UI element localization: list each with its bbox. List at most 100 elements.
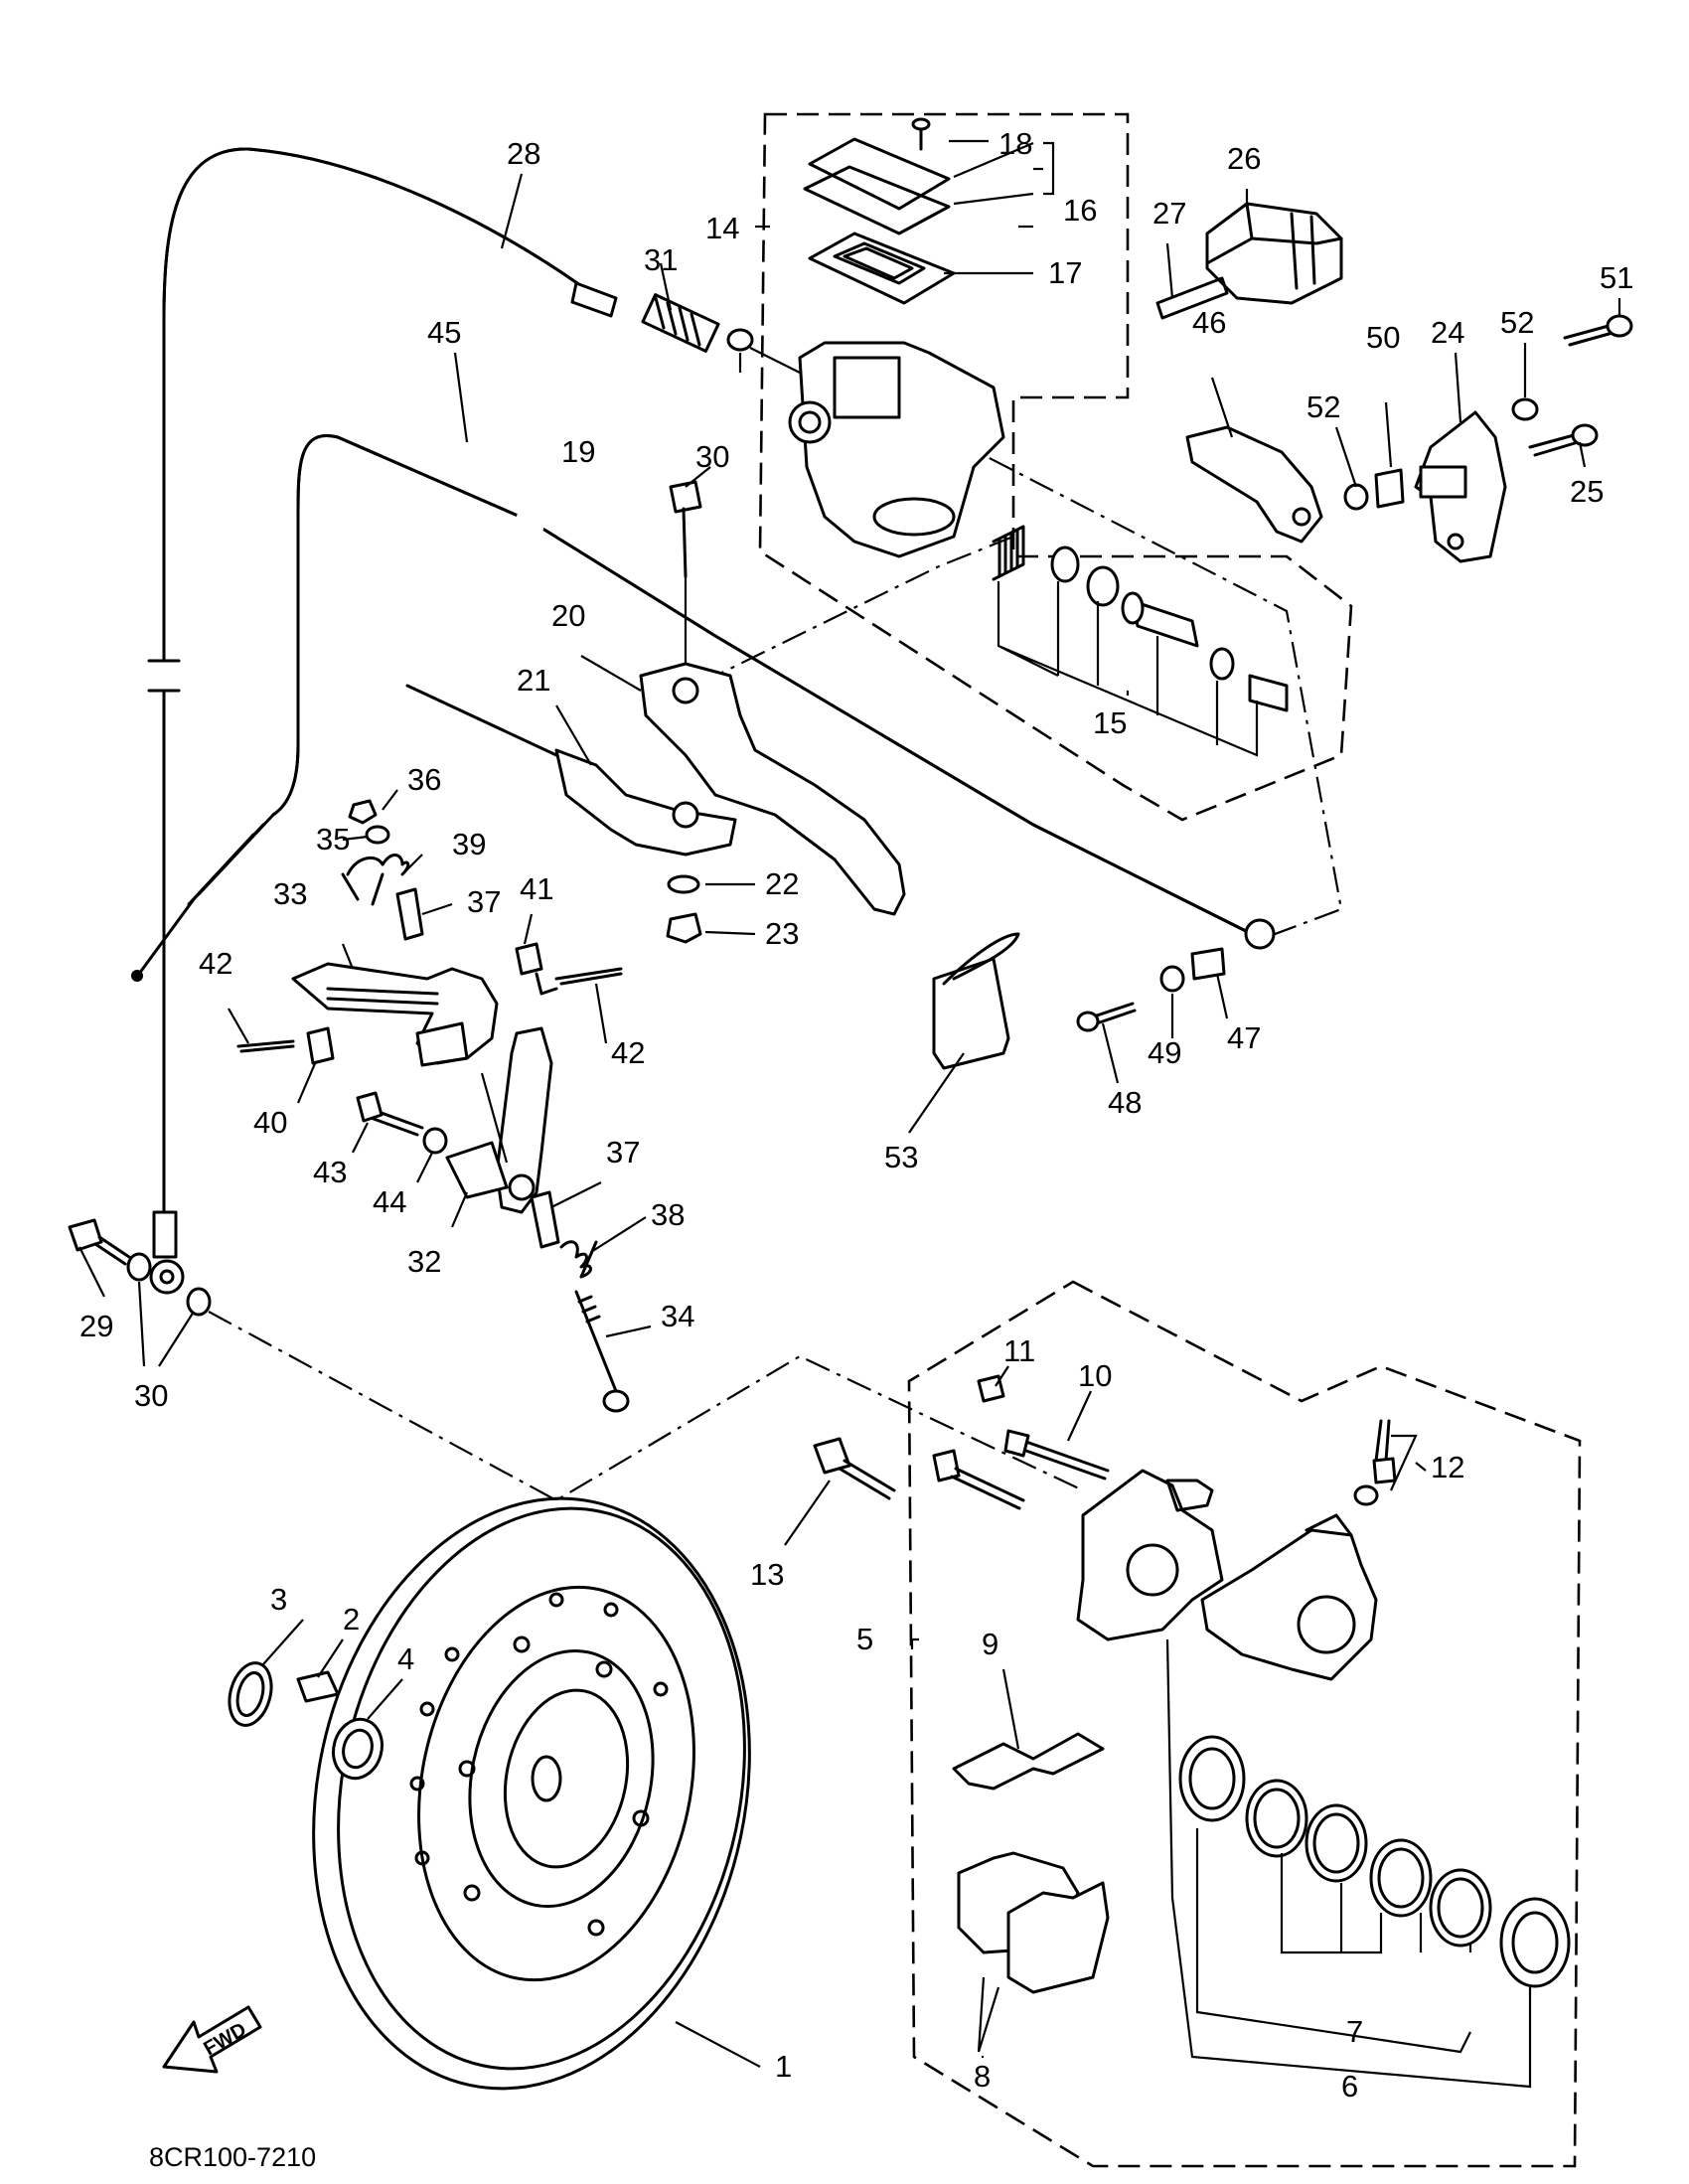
callout-15: 15 — [1093, 705, 1127, 740]
brake-light-switch — [1205, 202, 1343, 305]
callout-29: 29 — [79, 1309, 113, 1343]
parking-arm-32 — [495, 1026, 553, 1214]
callout-2: 2 — [343, 1602, 360, 1637]
callout-52b: 52 — [1500, 305, 1534, 340]
master-piston-kit — [992, 525, 1289, 712]
callout-13: 13 — [750, 1557, 784, 1592]
nut-36 — [348, 799, 378, 825]
washer-35 — [365, 825, 390, 845]
callout-49: 49 — [1148, 1035, 1181, 1070]
callout-33: 33 — [273, 876, 307, 911]
callout-labels: 1 2 3 4 5 6 7 8 9 10 11 12 13 14 15 16 1… — [79, 126, 1633, 2104]
callout-48: 48 — [1108, 1085, 1142, 1120]
callout-27: 27 — [1152, 196, 1186, 231]
union-bolt-29 — [68, 1218, 103, 1252]
diagram-code: 8CR100-7210 — [149, 2142, 316, 2172]
callout-19: 19 — [561, 434, 595, 469]
caliper-group-boundary — [907, 1280, 1582, 2168]
callout-17: 17 — [1048, 255, 1082, 290]
parking-cable — [405, 684, 558, 757]
callout-22: 22 — [765, 866, 799, 901]
callout-41: 41 — [520, 871, 553, 906]
piston-kit-bracket — [997, 581, 1259, 757]
callout-9: 9 — [982, 1627, 998, 1661]
brake-pedal — [1185, 425, 1323, 544]
return-spring-39 — [341, 854, 410, 906]
callout-39: 39 — [452, 827, 486, 861]
pedal-bushing — [1374, 468, 1405, 509]
callout-47: 47 — [1227, 1020, 1261, 1055]
callout-36: 36 — [407, 762, 441, 797]
washer-30-left — [126, 1252, 152, 1282]
callout-42a: 42 — [199, 946, 232, 981]
pad-spring — [952, 1732, 1105, 1791]
callout-37a: 37 — [467, 884, 501, 919]
callout-30b: 30 — [134, 1378, 168, 1413]
callout-7: 7 — [1346, 2014, 1363, 2049]
callout-24: 24 — [1431, 315, 1464, 350]
callout-3: 3 — [270, 1582, 287, 1617]
fwd-arrow-icon: FWD — [162, 2005, 262, 2074]
callout-5: 5 — [856, 1622, 873, 1656]
callout-10: 10 — [1078, 1358, 1112, 1393]
hose-banjo — [149, 1259, 185, 1295]
spring-42-left — [236, 1039, 295, 1053]
pin-37-upper — [395, 887, 424, 941]
callout-26: 26 — [1227, 141, 1261, 176]
adjuster-41 — [515, 942, 543, 976]
callout-20: 20 — [551, 598, 585, 633]
pad-pin — [1018, 1439, 1110, 1481]
callout-8: 8 — [974, 2059, 991, 2094]
callout-38: 38 — [651, 1197, 685, 1232]
callout-43: 43 — [313, 1155, 347, 1189]
disc-key — [296, 1670, 340, 1703]
caliper-body — [1200, 1528, 1378, 1681]
adjusting-rod — [574, 1290, 618, 1393]
callout-40: 40 — [253, 1105, 287, 1140]
switch-screw — [1155, 276, 1229, 320]
callout-11: 11 — [1003, 1333, 1035, 1368]
callout-46: 46 — [1192, 305, 1226, 340]
bracket-nut — [666, 912, 702, 944]
master-cylinder-group-boundary — [758, 112, 1353, 822]
callout-12: 12 — [1431, 1450, 1464, 1484]
pivot-washer — [1159, 965, 1185, 993]
bracket-washer — [1511, 397, 1539, 421]
adjuster-40 — [306, 1026, 335, 1065]
callout-52a: 52 — [1306, 390, 1340, 424]
caution-label — [932, 957, 1010, 1070]
arm-nut-44 — [422, 1127, 448, 1155]
callout-28: 28 — [507, 136, 540, 171]
callout-44: 44 — [373, 1184, 406, 1219]
callout-51: 51 — [1600, 260, 1633, 295]
callout-30a: 30 — [695, 439, 729, 474]
callout-16: 16 — [1063, 193, 1097, 228]
brake-line-path-2 — [694, 535, 1014, 687]
brake-lever — [639, 662, 906, 916]
callout-25: 25 — [1570, 474, 1604, 509]
return-spring-38 — [559, 1240, 598, 1279]
callout-53: 53 — [884, 1140, 918, 1174]
washer-30-right — [186, 1287, 212, 1317]
callout-21: 21 — [517, 663, 550, 698]
callout-37b: 37 — [606, 1135, 640, 1170]
reservoir-diaphragm — [808, 232, 956, 305]
reservoir-cap-plate — [803, 165, 951, 235]
cable-end — [1244, 918, 1276, 950]
callout-42b: 42 — [611, 1035, 645, 1070]
pedal-washer — [1343, 483, 1369, 511]
hose-end-fitting — [152, 1210, 178, 1259]
hose-union-bolt — [641, 293, 720, 353]
caliper-bracket — [1076, 1469, 1224, 1641]
master-cylinder-body — [788, 341, 1005, 558]
callout-4: 4 — [397, 1641, 414, 1676]
callout-34: 34 — [661, 1299, 694, 1333]
pivot-collar — [1190, 947, 1226, 981]
circlip — [228, 1661, 273, 1727]
cable-bracket — [554, 748, 737, 857]
bleed-cap — [1353, 1484, 1379, 1506]
callout-18: 18 — [998, 126, 1032, 161]
piston-kit-bracket-lower — [1165, 1638, 1532, 2089]
callout-1: 1 — [775, 2049, 792, 2084]
